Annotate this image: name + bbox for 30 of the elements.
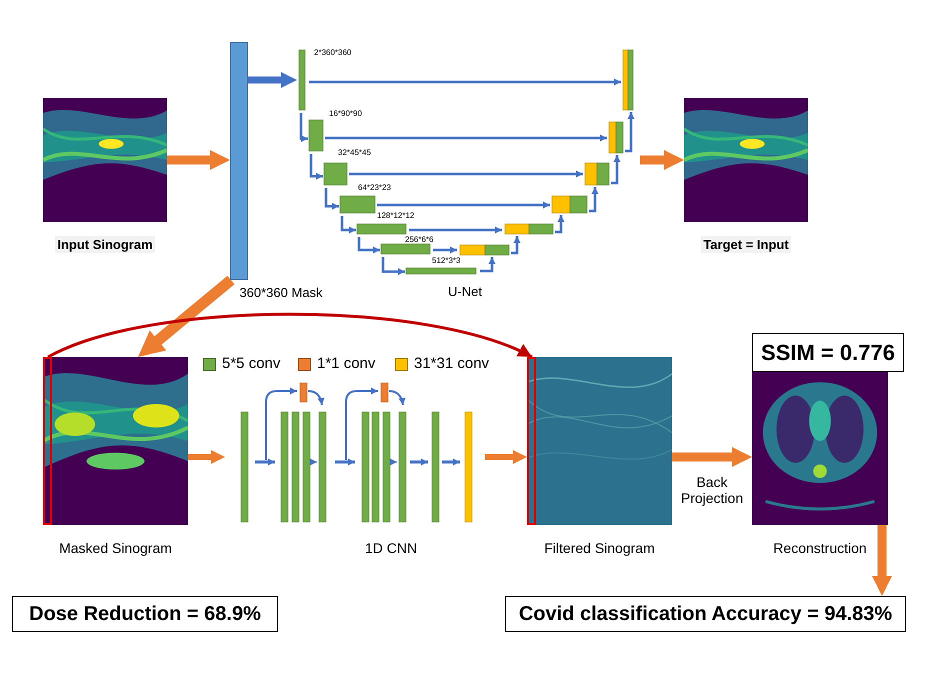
arrow	[188, 450, 225, 464]
node-label: 1D CNN	[365, 540, 418, 556]
arrow	[248, 72, 297, 88]
result-box: Covid classification Accuracy = 94.83%	[505, 596, 906, 632]
node-label: 360*360 Mask	[239, 285, 323, 300]
result-box: SSIM = 0.776	[752, 333, 904, 372]
layer-size-label: 128*12*12	[377, 211, 414, 220]
legend-label: 1*1 conv	[317, 355, 376, 372]
arrow	[47, 312, 533, 358]
mask-bar	[230, 42, 248, 280]
node-label: Filtered Sinogram	[544, 540, 655, 556]
result-box: Dose Reduction = 68.9%	[12, 596, 278, 632]
arrow	[167, 150, 230, 170]
layer-size-label: 32*45*45	[338, 148, 371, 157]
layer-size-label: 16*90*90	[329, 109, 362, 118]
layer-size-label: 64*23*23	[358, 183, 391, 192]
node-label: Input Sinogram	[55, 236, 155, 253]
node-label: Reconstruction	[773, 540, 867, 556]
legend-label: 5*5 conv	[222, 355, 280, 372]
layer-size-label: 256*6*6	[405, 235, 434, 244]
legend-label: 31*31 conv	[414, 355, 490, 372]
arrow	[640, 150, 684, 170]
node-label: Target = Input	[701, 236, 791, 253]
node-label: U-Net	[448, 284, 482, 299]
layer-size-label: 512*3*3	[432, 256, 460, 265]
node-label: Masked Sinogram	[59, 540, 172, 556]
arrow	[672, 447, 752, 467]
arrow	[872, 525, 892, 596]
layer-size-label: 2*360*360	[314, 48, 352, 57]
arrow	[485, 450, 527, 464]
